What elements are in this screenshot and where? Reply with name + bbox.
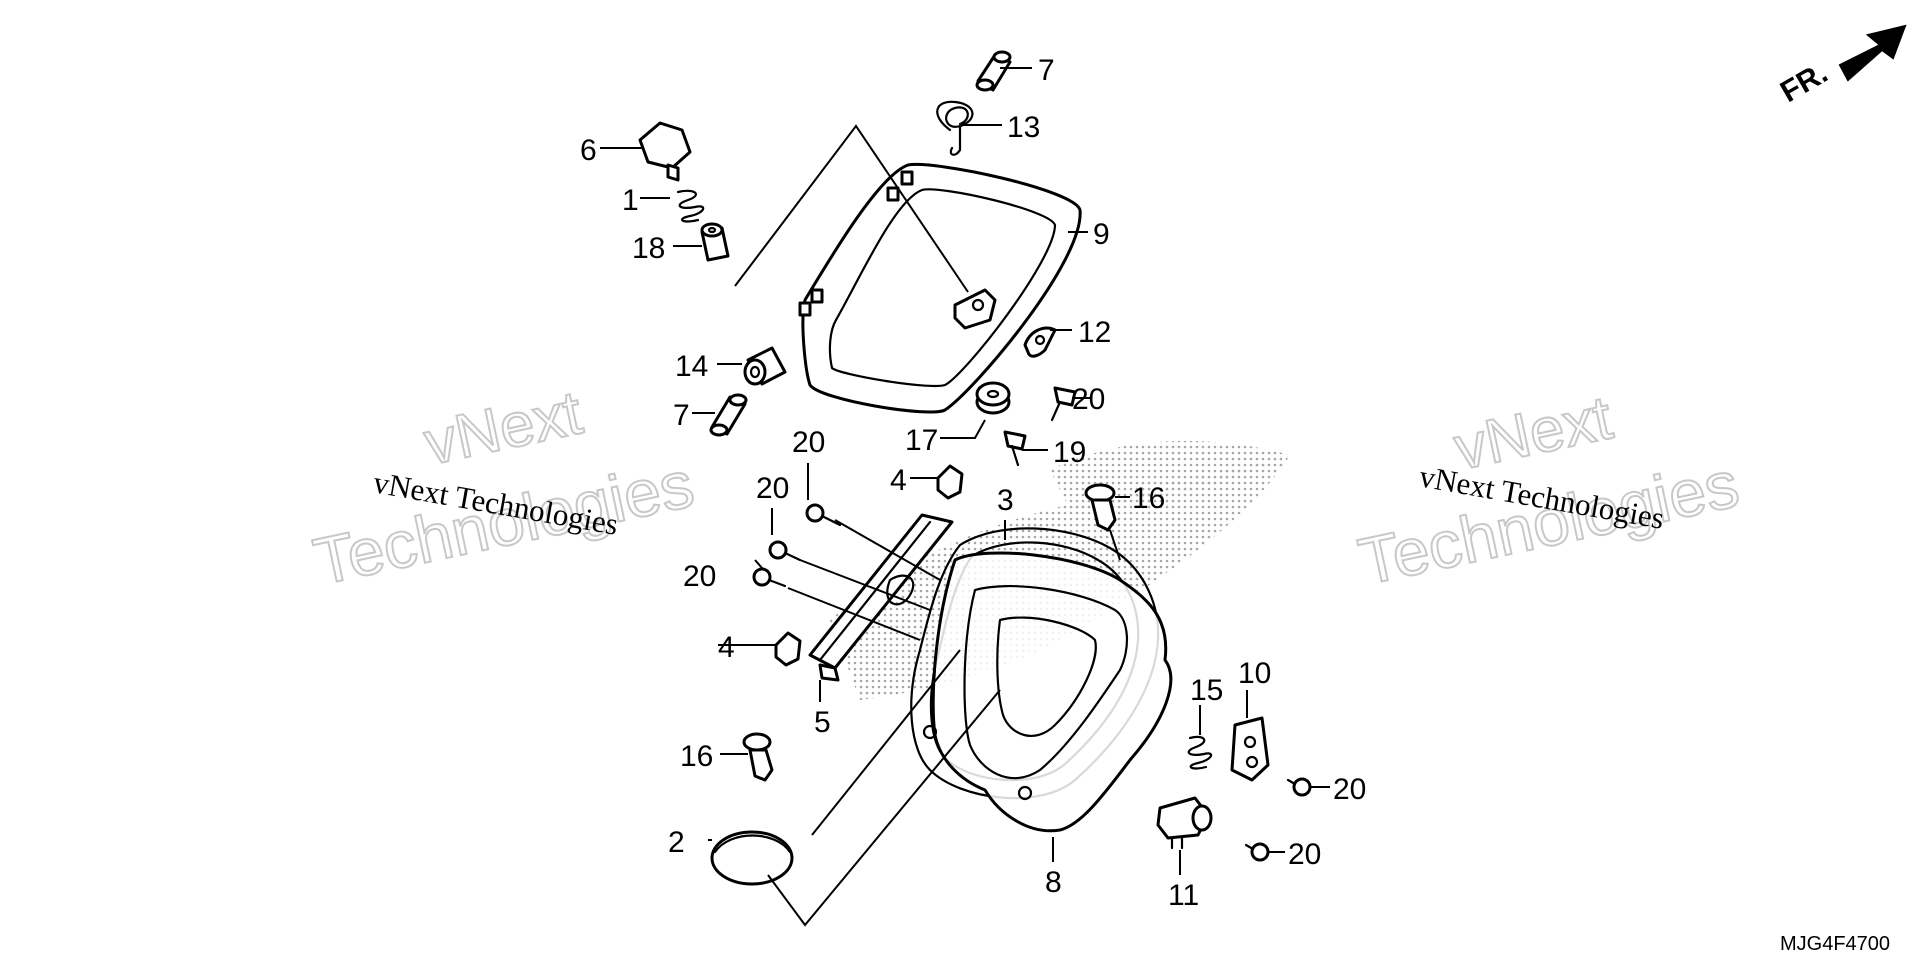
screw-part [768, 540, 802, 562]
front-direction-label: FR. [1775, 56, 1833, 109]
coil-spring-part [676, 189, 705, 223]
callout-label: 20 [683, 560, 716, 593]
callout-label: 5 [814, 706, 831, 739]
callout-label: 16 [680, 740, 713, 773]
callout-label: 7 [1038, 54, 1055, 87]
nut-part [936, 464, 964, 500]
bracket-part [1230, 716, 1270, 782]
watermark-right: vNext Technologies vNext Technologies [1352, 382, 1746, 599]
reference-code: MJG4F4700 [1780, 933, 1890, 955]
callout-labels: 7 13 6 1 18 9 12 20 14 7 17 19 20 4 20 3… [580, 54, 1366, 912]
screw-part [805, 503, 842, 527]
callout-label: 20 [1333, 773, 1366, 806]
front-direction-arrow: FR. [1775, 24, 1907, 109]
clip-part [1023, 326, 1057, 358]
screw-part [1003, 430, 1027, 467]
torsion-spring-part [936, 100, 974, 156]
pin-top-part [975, 50, 1012, 92]
callout-label: 20 [1288, 838, 1321, 871]
latch-part [1156, 796, 1213, 850]
callout-label: 6 [580, 134, 597, 167]
callout-label: 13 [1007, 111, 1040, 144]
bushing-part [743, 346, 787, 386]
callout-label: 1 [622, 184, 639, 217]
callout-label: 20 [756, 472, 789, 505]
callout-label: 3 [997, 484, 1014, 517]
leader-lines [600, 67, 1330, 927]
lid-part [798, 162, 1082, 414]
coil-spring-part [1187, 735, 1213, 770]
knob-part [638, 121, 692, 182]
push-rivet-part [1084, 483, 1117, 532]
callout-label: 17 [905, 424, 938, 457]
screw-part [1050, 386, 1077, 422]
grommet-part [975, 381, 1011, 415]
collar-part [700, 222, 730, 262]
callout-label: 16 [1132, 482, 1165, 515]
callout-label: 18 [632, 232, 665, 265]
screw-part [1244, 842, 1270, 862]
nut-part [774, 631, 802, 667]
watermark-line2: Technologies [308, 446, 700, 598]
watermark-line1: vNext [419, 378, 588, 478]
callout-label: 7 [673, 399, 690, 432]
screw-part [1286, 777, 1312, 797]
watermark-left: vNext Technologies vNext Technologies [307, 377, 701, 599]
callout-label: 4 [718, 631, 735, 664]
watermark-line2: Technologies [1353, 446, 1745, 598]
callout-label: 9 [1093, 218, 1110, 251]
pin-lower-part [709, 393, 748, 437]
callout-label: 20 [1072, 383, 1105, 416]
cap-part [710, 830, 794, 886]
callout-label: 19 [1053, 436, 1086, 469]
callout-label: 8 [1045, 866, 1062, 899]
screw-part [752, 567, 787, 588]
housing-part [922, 551, 1173, 833]
callout-label: 11 [1168, 879, 1199, 912]
callout-label: 15 [1190, 674, 1223, 707]
callout-label: 10 [1238, 657, 1271, 690]
callout-label: 4 [890, 464, 907, 497]
callout-label: 20 [792, 426, 825, 459]
push-rivet-part [742, 732, 774, 782]
callout-label: 2 [668, 826, 685, 859]
callout-label: 12 [1078, 316, 1111, 349]
callout-label: 14 [675, 350, 708, 383]
